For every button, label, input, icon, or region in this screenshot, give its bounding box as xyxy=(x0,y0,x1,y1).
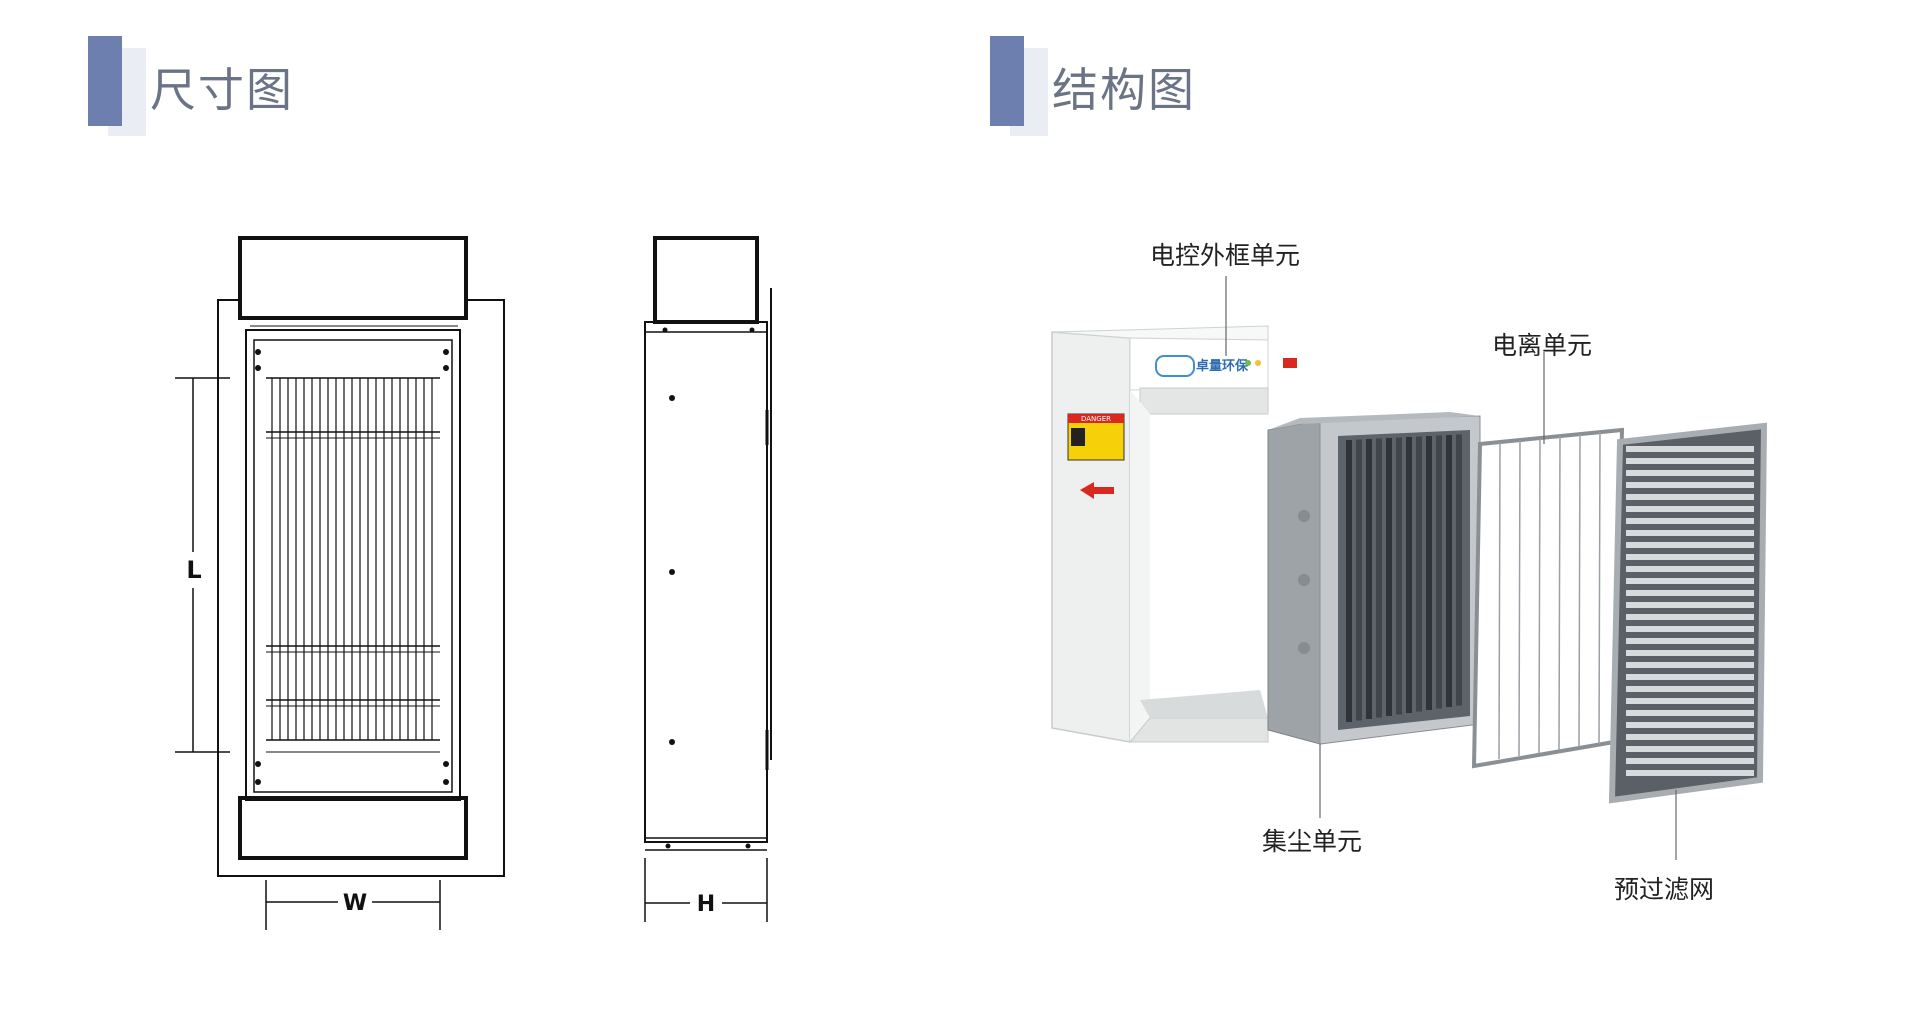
prefilter-slat xyxy=(1626,722,1754,728)
title-text: 尺寸图 xyxy=(150,63,294,117)
title-text: 结构图 xyxy=(1052,63,1196,117)
dimension-label-height: H xyxy=(697,892,715,917)
prefilter-slat xyxy=(1626,686,1754,692)
callout-ionization-unit: 电离单元 xyxy=(1492,331,1593,360)
bolt-holes xyxy=(255,349,449,785)
prefilter-slat xyxy=(1626,494,1754,500)
collector-plate xyxy=(1416,436,1422,712)
dimension-height xyxy=(644,858,768,922)
prefilter-slat xyxy=(1626,446,1754,452)
structure-illustration: 卓量环保 DANGER xyxy=(1051,276,1768,860)
prefilter-slat xyxy=(1626,458,1754,464)
prefilter-slat xyxy=(1626,566,1754,572)
device-logo-text: 卓量环保 xyxy=(1196,358,1249,374)
collector-plate xyxy=(1386,438,1392,716)
collector-plate xyxy=(1346,440,1352,722)
collector-plate xyxy=(1406,437,1412,713)
prefilter-slat xyxy=(1626,650,1754,656)
ionization-wire xyxy=(1518,439,1521,757)
prefilter-slat xyxy=(1626,638,1754,644)
frame-unit-illustration: 卓量环保 DANGER xyxy=(1051,325,1297,743)
collector-plate xyxy=(1446,435,1452,707)
prefilter-slat xyxy=(1626,542,1754,548)
collector-plate xyxy=(1376,438,1382,718)
prefilter-slat xyxy=(1626,662,1754,668)
prefilter-slat xyxy=(1626,518,1754,524)
collection-unit-illustration xyxy=(1267,412,1481,745)
prefilter-slat xyxy=(1626,578,1754,584)
collector-plate xyxy=(1366,439,1372,719)
prefilter-slat xyxy=(1626,602,1754,608)
collector-plate xyxy=(1436,435,1442,709)
collector-plate xyxy=(1456,434,1462,706)
collector-plate xyxy=(1426,436,1432,710)
dimension-width xyxy=(265,880,441,930)
dimension-length xyxy=(175,377,230,753)
prefilter-slat xyxy=(1626,626,1754,632)
callout-collection-unit: 集尘单元 xyxy=(1262,827,1363,856)
ionization-wire xyxy=(1538,437,1541,754)
collector-plates xyxy=(1346,434,1462,722)
prefilter-slats xyxy=(1626,446,1754,776)
ionization-wire xyxy=(1578,433,1581,748)
dimension-label-width: W xyxy=(343,891,367,916)
ionization-unit-illustration xyxy=(1471,427,1625,769)
ionization-wire xyxy=(1598,431,1601,745)
prefilter-slat xyxy=(1626,506,1754,512)
prefilter-slat xyxy=(1626,482,1754,488)
title-accent-bar xyxy=(990,36,1024,126)
prefilter-slat xyxy=(1626,758,1754,764)
callout-prefilter: 预过滤网 xyxy=(1614,875,1715,904)
collector-plate xyxy=(1356,439,1362,721)
grille-lines xyxy=(271,378,433,740)
ionization-wire xyxy=(1558,435,1561,751)
collector-plate xyxy=(1396,437,1402,715)
prefilter-slat xyxy=(1626,698,1754,704)
prefilter-slat xyxy=(1626,614,1754,620)
ionization-wires xyxy=(1498,431,1601,760)
prefilter-slat xyxy=(1626,734,1754,740)
dimension-label-length: L xyxy=(186,556,201,584)
front-view xyxy=(217,236,505,877)
prefilter-slat xyxy=(1626,470,1754,476)
prefilter-slat xyxy=(1626,746,1754,752)
ionization-wire xyxy=(1498,441,1501,760)
prefilter-slat xyxy=(1626,590,1754,596)
prefilter-slat xyxy=(1626,530,1754,536)
side-view xyxy=(644,236,772,851)
title-accent-bar xyxy=(88,36,122,126)
callout-lines xyxy=(1225,276,1677,860)
callout-frame-unit: 电控外框单元 xyxy=(1150,241,1301,270)
prefilter-slat xyxy=(1626,770,1754,776)
prefilter-illustration xyxy=(1608,422,1768,804)
prefilter-slat xyxy=(1626,674,1754,680)
device-warning-text: DANGER xyxy=(1081,415,1111,423)
prefilter-slat xyxy=(1626,554,1754,560)
prefilter-slat xyxy=(1626,710,1754,716)
